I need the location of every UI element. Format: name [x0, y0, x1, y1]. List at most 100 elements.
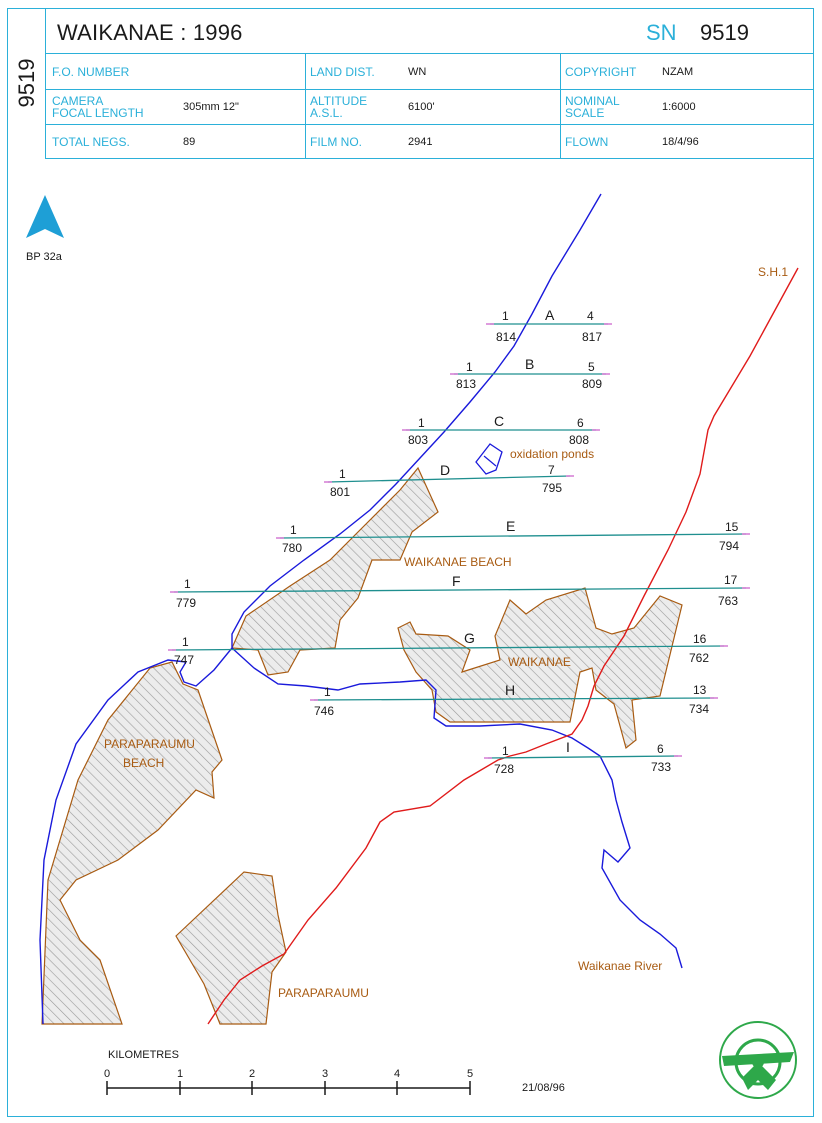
run-start-num: 1: [290, 523, 297, 537]
run-end-frame: 762: [689, 651, 709, 665]
run-end-num: 7: [548, 463, 555, 477]
run-end-frame: 808: [569, 433, 589, 447]
total-negs-label: TOTAL NEGS.: [52, 135, 130, 149]
run-end-frame: 734: [689, 702, 709, 716]
land-dist-label: LAND DIST.: [310, 65, 375, 79]
header-divider-1: [305, 54, 306, 159]
scale-tick-4: 4: [394, 1068, 400, 1080]
run-start-frame: 779: [176, 596, 196, 610]
altitude-label: ALTITUDE: [310, 94, 368, 108]
run-start-num: 1: [502, 744, 509, 758]
scale-bar: KILOMETRES 0 1 2 3 4 5: [104, 1049, 473, 1095]
header-divider-2: [560, 54, 561, 159]
run-id: C: [494, 413, 504, 429]
run-end-num: 13: [693, 683, 707, 697]
north-arrow-icon: [26, 195, 64, 238]
label-waikanae-beach: WAIKANAE BEACH: [404, 555, 512, 569]
label-oxidation-ponds: oxidation ponds: [510, 447, 594, 461]
sn-value: 9519: [700, 20, 749, 45]
label-sh1: S.H.1: [758, 265, 788, 279]
state-highway-1: [207, 267, 799, 1025]
flight-run-H[interactable]: H 1 13 746 734: [310, 682, 718, 718]
scale-tick-2: 2: [249, 1068, 255, 1080]
label-paraparaumu: PARAPARAUMU: [278, 986, 369, 1000]
flight-run-D[interactable]: D 1 7 801 795: [324, 462, 574, 499]
flight-run-I[interactable]: I 1 6 728 733: [484, 739, 682, 776]
flight-run-B[interactable]: B 1 5 813 809: [450, 356, 610, 391]
run-end-num: 15: [725, 520, 739, 534]
fo-number-label: F.O. NUMBER: [52, 65, 130, 79]
flight-run-E[interactable]: E 1 15 780 794: [276, 518, 750, 555]
header-row-2: [46, 90, 814, 125]
flight-run-F[interactable]: F 1 17 779 763: [170, 573, 750, 610]
header-title-row: [46, 8, 814, 54]
label-paraparaumu-beach-2: BEACH: [123, 756, 164, 770]
side-number-panel: 9519: [7, 8, 46, 159]
run-end-frame: 795: [542, 481, 562, 495]
header-row-1: [46, 54, 814, 90]
label-paraparaumu-beach-1: PARAPARAUMU: [104, 737, 195, 751]
run-start-num: 1: [466, 360, 473, 374]
coastline: [39, 193, 602, 1025]
run-start-num: 1: [182, 635, 189, 649]
scale-tick-1: 1: [177, 1068, 183, 1080]
scale-tick-0: 0: [104, 1068, 110, 1080]
scale-bar-title: KILOMETRES: [108, 1049, 179, 1061]
waikanae-river: [231, 647, 683, 969]
waikanae-town-area: [397, 587, 683, 750]
nominal-label: NOMINAL: [565, 94, 620, 108]
film-no-label: FILM NO.: [310, 135, 363, 149]
run-id: A: [545, 307, 555, 323]
oxidation-ponds-icon: [475, 443, 503, 475]
flown-value: 18/4/96: [662, 136, 699, 148]
map-date: 21/08/96: [522, 1082, 565, 1094]
run-end-frame: 794: [719, 539, 739, 553]
run-end-frame: 817: [582, 330, 602, 344]
flown-label: FLOWN: [565, 135, 609, 149]
film-no-value: 2941: [408, 136, 433, 148]
scale-label: SCALE: [565, 106, 605, 120]
run-start-frame: 780: [282, 541, 302, 555]
run-end-num: 5: [588, 360, 595, 374]
scale-tick-5: 5: [467, 1068, 473, 1080]
run-end-num: 4: [587, 309, 594, 323]
camera-label: CAMERA: [52, 94, 104, 108]
run-start-num: 1: [339, 467, 346, 481]
camera-value: 305mm 12": [183, 101, 239, 113]
run-end-frame: 763: [718, 594, 738, 608]
copyright-value: NZAM: [662, 66, 694, 78]
run-id: B: [525, 356, 534, 372]
flight-run-C[interactable]: C 1 6 803 808: [402, 413, 600, 447]
run-start-frame: 747: [174, 653, 194, 667]
run-id: I: [566, 739, 570, 755]
run-start-num: 1: [418, 416, 425, 430]
run-id: G: [464, 630, 475, 646]
run-start-frame: 801: [330, 485, 350, 499]
waikanae-beach-area: [231, 466, 439, 676]
run-start-num: 1: [324, 685, 331, 699]
scale-tick-3: 3: [322, 1068, 328, 1080]
label-waikanae: WAIKANAE: [508, 655, 571, 669]
run-end-frame: 809: [582, 377, 602, 391]
run-end-num: 16: [693, 632, 707, 646]
page-title: WAIKANAE : 1996: [57, 20, 243, 45]
run-start-frame: 813: [456, 377, 476, 391]
run-end-num: 17: [724, 573, 738, 587]
map-sheet-frame: [7, 8, 814, 1117]
run-id: H: [505, 682, 515, 698]
run-start-frame: 814: [496, 330, 516, 344]
run-id: F: [452, 573, 461, 589]
run-start-frame: 728: [494, 762, 514, 776]
nz-aerial-mapping-logo-icon: [719, 1021, 797, 1099]
focal-length-label: FOCAL LENGTH: [52, 106, 144, 120]
paraparaumu-area: [175, 871, 287, 1025]
paraparaumu-beach-area: [41, 661, 223, 1025]
run-start-frame: 803: [408, 433, 428, 447]
total-negs-value: 89: [183, 136, 196, 148]
sn-label: SN: [646, 20, 677, 45]
flight-run-A[interactable]: A 1 4 814 817: [486, 307, 612, 344]
flight-run-G[interactable]: G 1 16 747 762: [168, 630, 728, 667]
run-id: D: [440, 462, 450, 478]
run-end-frame: 733: [651, 760, 671, 774]
